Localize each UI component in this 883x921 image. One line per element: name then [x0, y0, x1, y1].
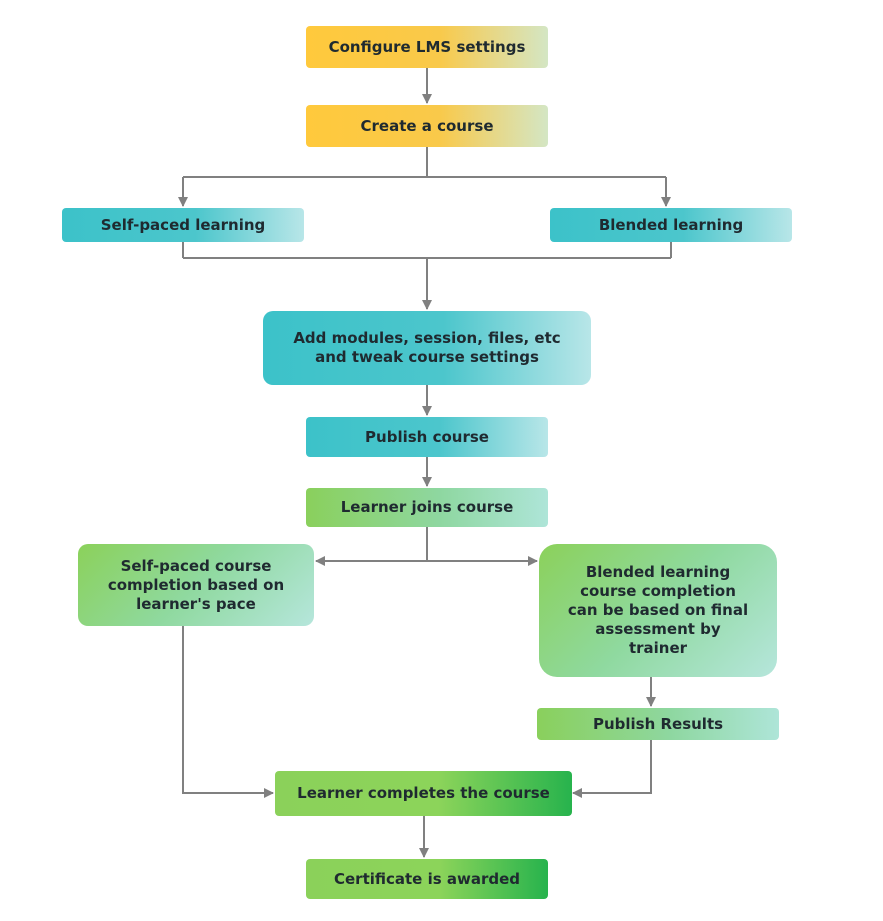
publish-results-node: Publish Results: [537, 708, 779, 740]
publish-course-node: Publish course: [306, 417, 548, 457]
connector-results-to-completes: [572, 740, 652, 798]
add-modules-node: Add modules, session, files, etc and twe…: [263, 311, 591, 385]
learner-joins-node: Learner joins course: [306, 488, 548, 527]
self-paced-learning-node: Self-paced learning: [62, 208, 304, 242]
create-course-node: Create a course: [306, 105, 548, 147]
blended-learning-node: Blended learning: [550, 208, 792, 242]
connector-self-paced-to-completes: [182, 626, 274, 798]
learner-completes-node: Learner completes the course: [275, 771, 572, 816]
certificate-awarded-node: Certificate is awarded: [306, 859, 548, 899]
configure-lms-node: Configure LMS settings: [306, 26, 548, 68]
self-paced-completion-node: Self-paced course completion based on le…: [78, 544, 314, 626]
blended-completion-node: Blended learning course completion can b…: [539, 544, 777, 677]
